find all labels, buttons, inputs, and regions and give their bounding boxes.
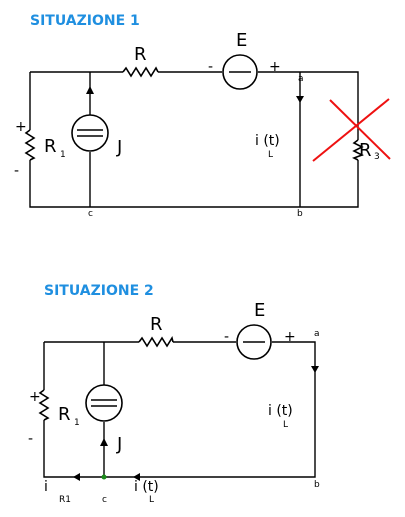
situation-2-r1-subscript: 1: [74, 418, 80, 428]
situation-2-title: SITUAZIONE 2: [44, 283, 154, 299]
situation-2-node-a: a: [314, 329, 320, 339]
situation-1-j-arrow-icon: [86, 86, 94, 94]
situation-2-r1-plus: +: [29, 389, 41, 405]
situation-2-j-arrow-icon: [100, 438, 108, 446]
situation-1-il-label: i (t): [255, 133, 280, 149]
situation-2-j-label: J: [116, 434, 122, 455]
situation-2-current-source-j: [85, 384, 123, 446]
situation-2-il-bottom-subscript: L: [149, 495, 154, 505]
situation-1-r1-minus: -: [14, 163, 19, 179]
situation-1-r1-subscript: 1: [60, 150, 66, 160]
situation-1-node-c: c: [88, 209, 93, 219]
situation-1-j-label: J: [116, 137, 122, 158]
situation-1-r1-plus: +: [15, 119, 27, 135]
situation-1-r3-label: R: [359, 140, 372, 161]
situation-2-node-c-dot: [101, 474, 107, 480]
situation-1-circuit: SITUAZIONE 1 R E - + R 1: [14, 13, 391, 219]
situation-1-current-source-j: [71, 86, 109, 152]
situation-1-resistor-r3: [352, 139, 364, 161]
situation-2-node-c: c: [102, 495, 107, 505]
situation-1-title: SITUAZIONE 1: [30, 13, 140, 29]
situation-1-il-subscript: L: [268, 150, 273, 160]
situation-2-r1-minus: -: [28, 431, 33, 447]
situation-2-r1-label: R: [58, 404, 71, 425]
situation-2-il-bottom-arrow-icon: [133, 473, 140, 481]
situation-2-il-right-subscript: L: [283, 420, 288, 430]
situation-2-circuit: SITUAZIONE 2 R E - + R 1 + -: [28, 283, 320, 505]
situation-1-resistor-r1: [24, 129, 36, 161]
situation-2-il-right-arrow-icon: [311, 366, 319, 373]
situation-2-ir1-subscript: R1: [59, 495, 71, 505]
situation-1-wires: [29, 71, 359, 208]
situation-1-resistor-r: [122, 66, 159, 78]
situation-2-il-right-label: i (t): [268, 403, 293, 419]
situation-1-source-minus: -: [208, 59, 213, 75]
situation-1-r3-removed-cross: [312, 98, 391, 162]
situation-2-resistor-r-label: R: [150, 314, 163, 335]
situation-2-wires: [43, 341, 316, 478]
situation-2-voltage-source-e: [236, 324, 272, 360]
situation-1-node-a: a: [298, 74, 304, 84]
situation-2-ir1-label: i: [44, 479, 48, 495]
situation-1-il-arrow-icon: [296, 96, 304, 103]
situation-2-resistor-r: [138, 335, 174, 348]
situation-2-source-e-label: E: [254, 300, 265, 321]
situation-1-source-e-label: E: [236, 30, 247, 51]
situation-2-source-minus: -: [224, 329, 229, 345]
situation-2-source-plus: +: [284, 329, 296, 345]
situation-2-il-bottom-label: i (t): [134, 479, 159, 495]
situation-1-r3-subscript: 3: [374, 152, 380, 162]
situation-1-source-plus: +: [269, 59, 281, 75]
situation-1-r1-label: R: [44, 136, 57, 157]
situation-1-resistor-r-label: R: [134, 44, 147, 65]
situation-2-ir1-arrow-icon: [73, 473, 80, 481]
situation-1-voltage-source-e: [222, 54, 258, 90]
situation-2-resistor-r1: [38, 389, 50, 421]
situation-2-node-b: b: [314, 480, 320, 490]
situation-1-node-b: b: [297, 209, 303, 219]
